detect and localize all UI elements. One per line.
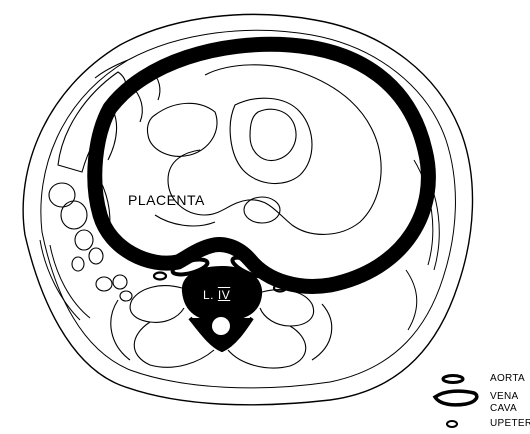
placenta-label: PLACENTA [128,193,205,207]
vertebra-label: L. IV [203,289,230,301]
fetal-contents [147,65,381,235]
legend-vena-cava-symbol [435,391,477,405]
legend-ureter-label: UPETER [490,419,530,429]
spinal-canal [212,317,230,335]
vertebra-roman: IV [218,288,230,302]
uterine-wall [95,44,429,286]
legend-symbols [435,376,477,428]
legend-aorta-symbol [443,376,463,383]
legend-ureter-symbol [447,421,457,427]
legend-vena-cava-text: VENA CAVA [490,391,518,414]
legend-vena-cava-label: VENA CAVA [490,391,528,415]
body-outline [23,14,472,404]
legend-aorta-label: AORTA [490,374,525,384]
vertebra-prefix: L. [203,288,214,302]
